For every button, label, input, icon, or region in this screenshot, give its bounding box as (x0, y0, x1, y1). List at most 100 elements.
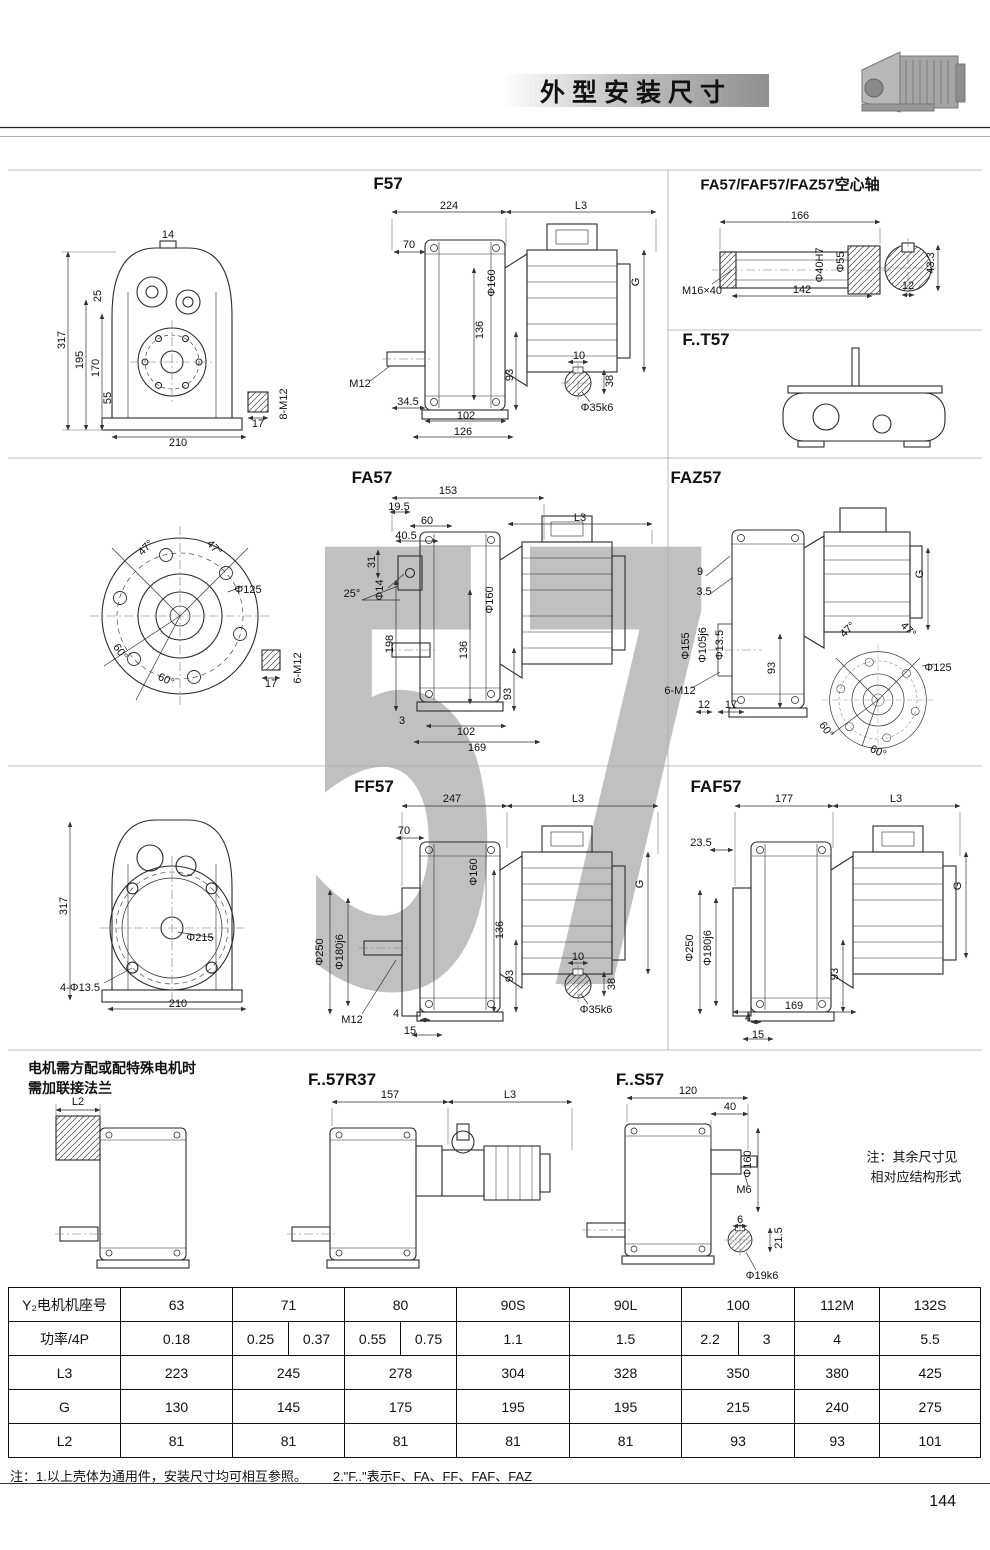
table-cell: 304 (456, 1355, 571, 1390)
table-cell: 93 (681, 1423, 796, 1458)
dim-label: 34.5 (397, 396, 419, 408)
table-cell: 112M (794, 1287, 881, 1322)
table-cell: 0.37 (288, 1321, 346, 1356)
dim-label: Φ105j6 (697, 627, 709, 663)
dim-label: 3.5 (696, 586, 712, 598)
dim-label: 8-M12 (278, 388, 290, 420)
dim-label: 60 (420, 515, 434, 527)
dim-label: 40.5 (395, 530, 417, 542)
dim-label: 136 (494, 920, 506, 940)
drawing-ff-front-view (67, 819, 247, 1012)
dim-label: Φ155 (680, 632, 692, 660)
dim-label: 9 (696, 566, 704, 578)
dim-label: L3 (503, 1089, 517, 1101)
dim-label: 224 (439, 200, 459, 212)
table-cell: 2.2 (681, 1321, 740, 1356)
dim-label: 3 (398, 715, 406, 727)
dim-label: Φ40H7 (814, 247, 826, 283)
table-cell: 1.5 (569, 1321, 683, 1356)
dim-label: 136 (474, 320, 486, 340)
dim-label: 60° (816, 719, 836, 741)
dim-label: Φ180j6 (334, 934, 346, 970)
section-separators (8, 169, 982, 1051)
dim-label: 210 (168, 437, 188, 449)
watermark-57: 57 (292, 427, 727, 1126)
table-cell: 81 (344, 1423, 458, 1458)
table-cell: 278 (344, 1355, 458, 1390)
dim-label: 198 (384, 634, 396, 654)
dim-label: 17 (251, 418, 265, 430)
dim-label: M12 (349, 378, 371, 390)
dim-label: Φ35k6 (579, 1004, 613, 1016)
dim-label: Φ180j6 (702, 930, 714, 966)
drawing-label-fs57: F..S57 (615, 1070, 665, 1089)
gearmotor-photo-icon (861, 51, 966, 113)
dim-label: 102 (456, 410, 476, 422)
drawing-label-f57: F57 (373, 174, 403, 193)
footer-note: 注：1.以上壳体为通用件，安装尺寸均可相互参照。2."F.."表示F、FA、FF… (10, 1466, 558, 1485)
dim-label: 47° (203, 537, 225, 559)
dim-label: 12 (901, 280, 915, 292)
dim-label: Φ14 (374, 579, 386, 601)
dim-label: Φ250 (684, 934, 696, 962)
table-cell: 130 (119, 1389, 234, 1424)
dim-label: Φ160 (486, 269, 498, 297)
dim-label: 60° (155, 671, 177, 689)
dim-label: Φ19k6 (745, 1270, 779, 1282)
side-note-line2: 相对应结构形式 (870, 1169, 962, 1185)
table-cell: 350 (681, 1355, 796, 1390)
dim-label: 195 (74, 350, 86, 370)
drawing-hollow-shaft (711, 219, 941, 299)
table-cell: 80 (344, 1287, 458, 1322)
dim-label: 47° (135, 537, 157, 559)
motor-flange-note-line2: 需加联接法兰 (28, 1080, 112, 1096)
drawing-fs57 (581, 1095, 773, 1271)
dim-label: 17 (264, 678, 278, 690)
dim-label: L3 (571, 793, 585, 805)
dim-label: G (630, 277, 642, 287)
table-cell: 245 (232, 1355, 346, 1390)
dim-label: Φ160 (468, 858, 480, 886)
dim-label: 38 (606, 977, 618, 991)
table-cell: 175 (344, 1389, 458, 1424)
drawing-fa-flange-front (89, 525, 281, 707)
table-cell: 0.25 (232, 1321, 290, 1356)
drawing-label-fa-faf-faz: FA57/FAF57/FAZ57空心轴 (700, 176, 880, 194)
dim-label: 43.3 (925, 252, 937, 274)
dim-label: 136 (458, 640, 470, 660)
motor-flange-note-line1: 电机需方配或配特殊电机时 (28, 1060, 196, 1076)
table-cell: 425 (879, 1355, 982, 1390)
dim-label: 177 (774, 793, 794, 805)
drawing-label-ft57: F..T57 (682, 330, 730, 349)
table-cell: 71 (232, 1287, 346, 1322)
dim-label: 15 (403, 1025, 417, 1037)
side-note-line1: 注：其余尺寸见 (866, 1149, 958, 1165)
table-cell: 132S (879, 1287, 982, 1322)
table-cell: 240 (794, 1389, 881, 1424)
dim-label: 25 (92, 289, 104, 303)
dim-label: 93 (766, 661, 778, 675)
dim-label: 6 (736, 1214, 744, 1226)
dim-label: 153 (438, 485, 458, 497)
dim-label: 93 (829, 967, 841, 981)
dim-label: 126 (453, 426, 473, 438)
dim-label: 70 (402, 239, 416, 251)
page-title: 外型安装尺寸 (539, 78, 732, 107)
table-cell: 1.1 (456, 1321, 571, 1356)
table-cell: 215 (681, 1389, 796, 1424)
dim-label: Φ160 (484, 586, 496, 614)
table-row-label: Y₂电机机座号 (8, 1287, 121, 1322)
dim-label: 14 (161, 229, 175, 241)
drawing-f57r37 (286, 1099, 573, 1269)
dim-label: 102 (456, 726, 476, 738)
dim-label: G (952, 881, 964, 891)
dim-label: 4-Φ13.5 (60, 982, 100, 994)
dim-label: 93 (504, 969, 516, 983)
footer-note-1: 注：1.以上壳体为通用件，安装尺寸均可相互参照。 (10, 1469, 307, 1484)
drawing-label-faf57: FAF57 (690, 777, 742, 796)
drawing-f-front-view (62, 240, 269, 440)
